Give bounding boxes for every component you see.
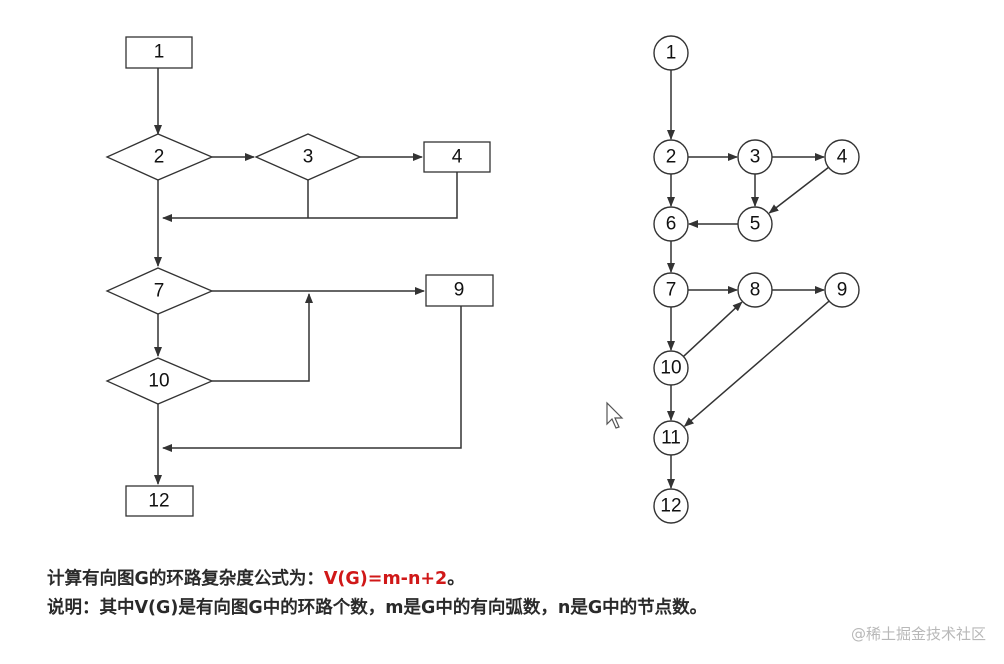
flowgraph-node-5 xyxy=(737,206,773,242)
flowgraph-label-1: 1 xyxy=(666,43,677,64)
caption-line-2: 说明：其中V(G)是有向图G中的环路个数，m是G中的有向弧数，n是G中的节点数。 xyxy=(47,598,708,618)
flowgraph-node-9 xyxy=(824,272,860,308)
watermark: @稀土掘金技术社区 xyxy=(850,625,986,643)
flowgraph-node-4 xyxy=(824,139,860,175)
flowchart-edge-4-merge xyxy=(162,172,458,222)
flowchart-node-12-box xyxy=(125,485,194,517)
flowchart-label-1: 1 xyxy=(154,42,165,63)
flowgraph-node-11 xyxy=(653,420,689,456)
flowgraph-node-2 xyxy=(653,139,689,175)
flowgraph-label-6: 6 xyxy=(666,214,677,235)
flowgraph-edge-4-5 xyxy=(768,166,829,214)
flowgraph-label-2: 2 xyxy=(666,147,677,168)
program-flowchart: 1 2 3 4 7 9 10 12 xyxy=(105,36,494,517)
flowchart-label-2: 2 xyxy=(154,147,165,168)
flowchart-node-7-diamond xyxy=(105,267,214,315)
flowgraph-edge-9-11 xyxy=(683,300,830,427)
flowgraph-node-8 xyxy=(737,272,773,308)
flowgraph-node-10 xyxy=(653,350,689,386)
flowgraph-node-1 xyxy=(653,35,689,71)
flowgraph-label-11: 11 xyxy=(661,428,681,449)
flowgraph-node-3 xyxy=(737,139,773,175)
flowchart-label-3: 3 xyxy=(303,147,314,168)
caption-line-1-end: 。 xyxy=(447,569,465,589)
flowgraph-label-7: 7 xyxy=(666,280,677,301)
flowgraph-label-9: 9 xyxy=(837,280,848,301)
flowgraph-edge-10-8 xyxy=(682,301,743,357)
mouse-cursor-icon xyxy=(606,401,624,429)
flowchart-edge-10-loop xyxy=(212,293,313,382)
flowgraph-label-12: 12 xyxy=(660,496,681,517)
flowgraph-label-8: 8 xyxy=(750,280,761,301)
flowgraph-label-3: 3 xyxy=(750,147,761,168)
flowchart-node-10-diamond xyxy=(105,357,214,405)
flowgraph-node-6 xyxy=(653,206,689,242)
flowgraph-node-12 xyxy=(653,488,689,524)
caption-line-1-text: 计算有向图G的环路复杂度公式为： xyxy=(47,569,324,589)
flowgraph-label-10: 10 xyxy=(660,358,681,379)
flowgraph-label-5: 5 xyxy=(750,214,761,235)
flowchart-label-12: 12 xyxy=(148,491,169,512)
flowchart-edge-9-merge xyxy=(162,306,462,452)
flowchart-node-2-diamond xyxy=(105,133,214,181)
flowchart-label-9: 9 xyxy=(454,280,465,301)
flowchart-label-10: 10 xyxy=(148,371,169,392)
flowchart-label-7: 7 xyxy=(154,281,165,302)
flowchart-node-3-diamond xyxy=(254,133,362,181)
caption-line-1: 计算有向图G的环路复杂度公式为：V(G)=m-n+2。 xyxy=(47,565,465,590)
flowchart-node-4-box xyxy=(423,141,491,173)
cyclomatic-formula: V(G)=m-n+2 xyxy=(323,569,448,589)
flowchart-node-1-box xyxy=(125,36,193,69)
flowchart-node-9-box xyxy=(425,274,494,307)
flowgraph-node-7 xyxy=(653,272,689,308)
flowchart-label-4: 4 xyxy=(452,147,463,168)
flowgraph-label-4: 4 xyxy=(837,147,848,168)
